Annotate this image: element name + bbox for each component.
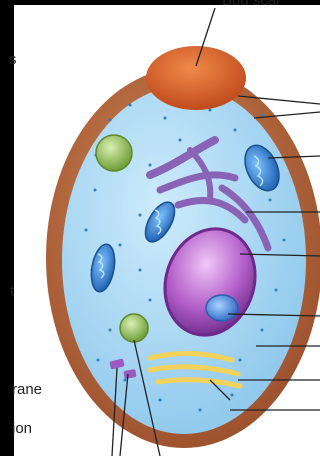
label-left-2: t <box>10 284 14 299</box>
vesicle-lower <box>120 314 148 342</box>
label-left-1: s <box>9 52 17 67</box>
nucleus <box>206 295 238 321</box>
vesicle-upper <box>96 135 132 171</box>
label-left-3: rane <box>12 382 42 397</box>
label-bud-scar: Bud scar <box>222 0 281 8</box>
bud-scar <box>146 46 246 110</box>
label-left-4: ion <box>12 421 32 436</box>
